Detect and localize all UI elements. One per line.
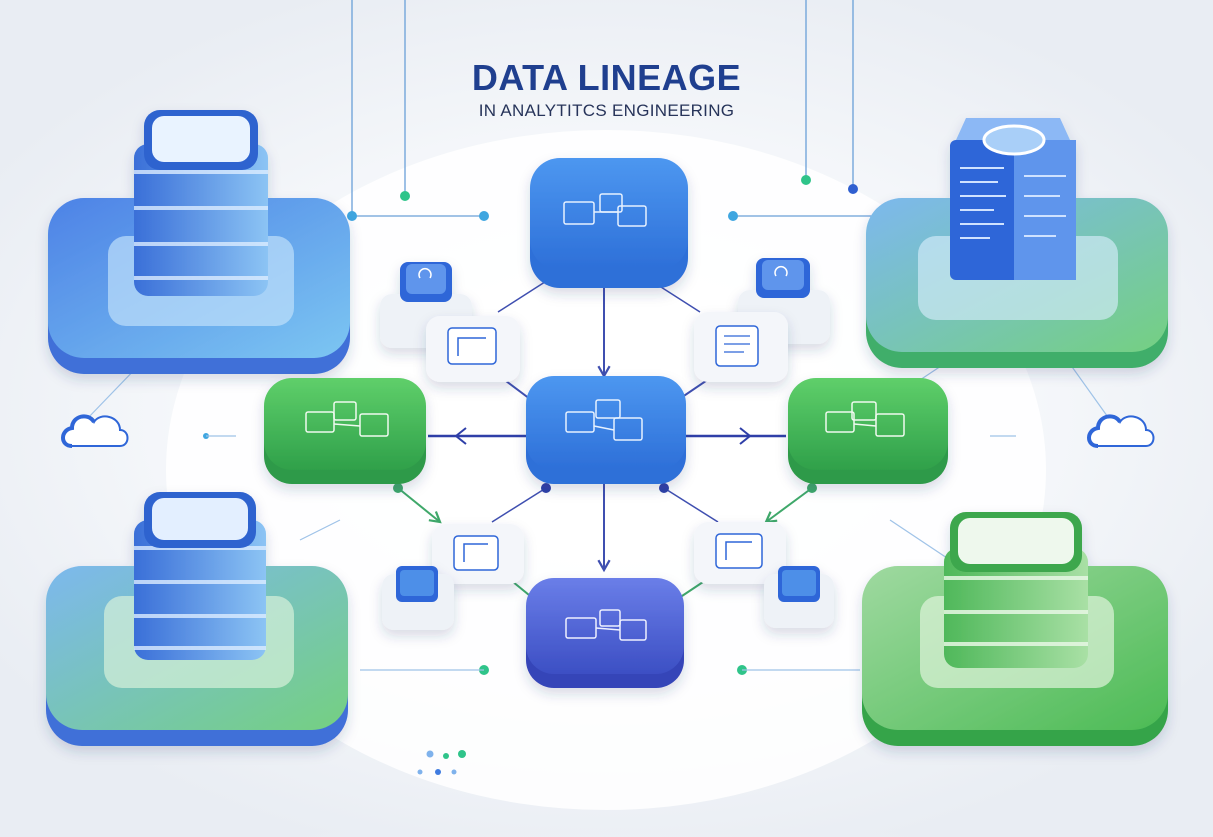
database-server-icon — [944, 512, 1088, 668]
flow-chart-icon — [565, 399, 643, 441]
page-title: DATA LINEAGE — [471, 57, 742, 98]
cloud-icon — [61, 414, 129, 448]
database-server-icon — [134, 110, 268, 296]
database-platform-bottom-left[interactable] — [46, 492, 348, 746]
source-node-top[interactable] — [530, 158, 688, 288]
page-subtitle: IN ANALYTITCS ENGINEERING — [478, 101, 735, 120]
document-tile-lower-left-small[interactable] — [382, 566, 454, 630]
document-tile-upper-right-inner[interactable] — [694, 312, 788, 382]
document-icon — [724, 335, 750, 353]
title-block: DATA LINEAGE IN ANALYTITCS ENGINEERING — [0, 58, 1213, 122]
document-server-platform-top-right[interactable] — [866, 118, 1168, 368]
database-platform-top-left[interactable] — [48, 110, 350, 374]
flow-chart-icon — [825, 401, 905, 437]
mart-node-right[interactable] — [788, 378, 948, 484]
flow-chart-icon — [565, 609, 647, 641]
document-icon — [463, 543, 488, 562]
output-node-bottom[interactable] — [526, 578, 684, 688]
document-tile-upper-left-inner[interactable] — [426, 316, 520, 382]
transform-node-center[interactable] — [526, 376, 686, 484]
document-tile-upper-left[interactable] — [380, 262, 472, 348]
database-platform-bottom-right[interactable] — [862, 512, 1168, 746]
flow-chart-icon — [305, 401, 389, 437]
database-server-icon — [134, 492, 266, 660]
staging-node-left[interactable] — [264, 378, 426, 484]
document-icon — [725, 541, 752, 560]
document-tile-lower-left[interactable] — [432, 524, 524, 584]
document-icon — [457, 337, 486, 356]
connector-dots — [203, 175, 858, 775]
refresh-icon — [418, 268, 432, 279]
document-tile-lower-right-small[interactable] — [764, 566, 834, 628]
refresh-icon — [774, 266, 788, 277]
document-tile-lower-right[interactable] — [694, 522, 786, 584]
flow-chart-icon — [563, 193, 647, 227]
cloud-icon — [1087, 414, 1155, 448]
document-server-icon — [950, 118, 1076, 280]
